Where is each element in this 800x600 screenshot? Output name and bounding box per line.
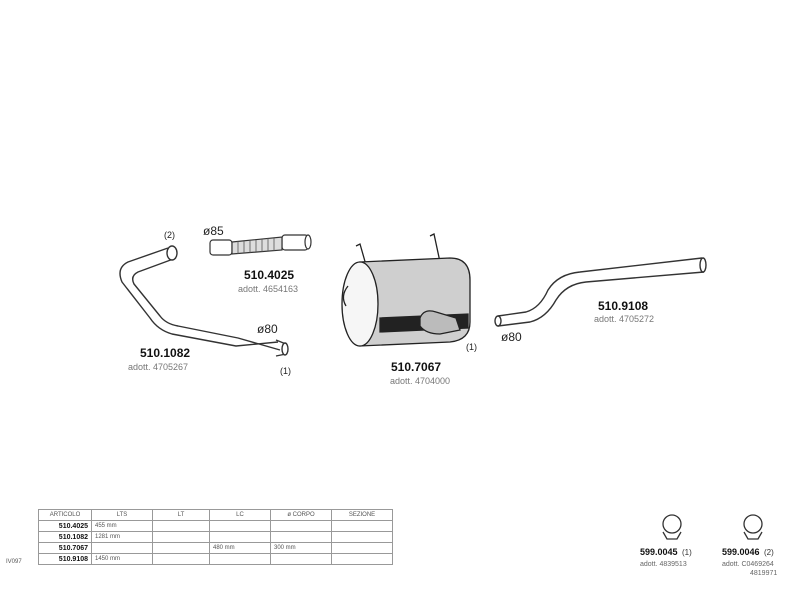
part-adott-510-9108: adott. 4705272 bbox=[594, 314, 655, 324]
clamp-599-0046-icon bbox=[743, 514, 763, 540]
table-cell bbox=[152, 531, 210, 543]
clamp-adott: adott. C0469264 bbox=[722, 561, 774, 568]
part-adott-510-4025: adott. 4654163 bbox=[238, 284, 299, 294]
diameter-label-80-left: ø80 bbox=[257, 322, 278, 336]
col-header: LTS bbox=[91, 509, 153, 521]
clamp-code: 599.0046 bbox=[722, 547, 760, 557]
table-cell bbox=[209, 531, 271, 543]
muffler-510-7067[interactable] bbox=[341, 233, 471, 347]
clamp-adott: adott. 4839513 bbox=[640, 561, 687, 568]
part-label-510-1082: 510.1082 bbox=[140, 346, 190, 360]
table-cell bbox=[152, 520, 210, 532]
table-cell: 300 mm bbox=[270, 542, 332, 554]
table-cell bbox=[331, 520, 393, 532]
table-cell bbox=[331, 542, 393, 554]
col-header: SEZIONE bbox=[331, 509, 393, 521]
clamp-label-599-0046: 599.0046 (2) adott. C0469264 4819971 bbox=[722, 542, 777, 578]
col-header: LT bbox=[152, 509, 210, 521]
table-cell bbox=[331, 531, 393, 543]
clamp-adott: 4819971 bbox=[750, 570, 778, 577]
table-cell: 510.9108 bbox=[38, 553, 92, 565]
table-cell bbox=[270, 531, 332, 543]
flex-pipe-510-4025[interactable] bbox=[209, 234, 312, 256]
part-adott-510-1082: adott. 4705267 bbox=[128, 362, 189, 372]
table-row: 510.1082 1281 mm bbox=[38, 531, 393, 543]
part-code-510-4025: 510.4025 bbox=[244, 268, 295, 282]
diameter-label-80-right: ø80 bbox=[501, 330, 522, 344]
clamp-599-0045-icon bbox=[662, 514, 682, 540]
table-cell bbox=[270, 520, 332, 532]
col-header: ARTICOLO bbox=[38, 509, 92, 521]
table-row: 510.4025 455 mm bbox=[38, 520, 393, 532]
table-cell: 510.7067 bbox=[38, 542, 92, 554]
spec-table: ARTICOLO LTS LT LC ø CORPO SEZIONE 510.4… bbox=[38, 509, 393, 565]
table-cell bbox=[152, 553, 210, 565]
note-2: (2) bbox=[164, 230, 175, 240]
col-header: LC bbox=[209, 509, 271, 521]
diameter-label-85: ø85 bbox=[203, 224, 224, 238]
pipe-510-1082[interactable] bbox=[119, 245, 289, 357]
table-header-row: ARTICOLO LTS LT LC ø CORPO SEZIONE bbox=[38, 509, 393, 521]
note-1-mid: (1) bbox=[466, 342, 477, 352]
table-cell bbox=[152, 542, 210, 554]
note-1-left: (1) bbox=[280, 366, 291, 376]
part-code-510-9108: 510.9108 bbox=[598, 299, 649, 313]
table-cell: 1450 mm bbox=[91, 553, 153, 565]
table-cell bbox=[209, 520, 271, 532]
table-row: 510.7067 480 mm 300 mm bbox=[38, 542, 393, 554]
table-cell: 480 mm bbox=[209, 542, 271, 554]
clamp-code: 599.0045 bbox=[640, 547, 678, 557]
clamp-qty: (2) bbox=[764, 548, 774, 557]
side-code: IV097 bbox=[6, 559, 22, 565]
table-cell: 1281 mm bbox=[91, 531, 153, 543]
part-code-510-7067: 510.7067 bbox=[391, 360, 442, 374]
col-header: ø CORPO bbox=[270, 509, 332, 521]
clamp-label-599-0045: 599.0045 (1) adott. 4839513 bbox=[640, 542, 692, 569]
part-adott-510-7067: adott. 4704000 bbox=[390, 376, 451, 386]
table-cell bbox=[209, 553, 271, 565]
part-code: 510.1082 bbox=[140, 346, 191, 360]
table-cell bbox=[91, 542, 153, 554]
pipe-510-9108[interactable] bbox=[494, 257, 707, 327]
table-row: 510.9108 1450 mm bbox=[38, 553, 393, 565]
table-cell: 510.4025 bbox=[38, 520, 92, 532]
table-cell: 455 mm bbox=[91, 520, 153, 532]
table-cell bbox=[331, 553, 393, 565]
table-cell bbox=[270, 553, 332, 565]
table-cell: 510.1082 bbox=[38, 531, 92, 543]
clamp-qty: (1) bbox=[682, 548, 692, 557]
